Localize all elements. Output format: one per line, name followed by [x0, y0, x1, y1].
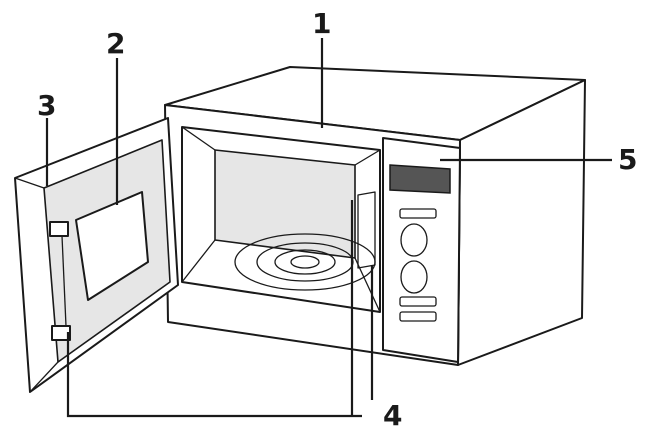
- callout-4: 4: [383, 399, 403, 432]
- callout-3: 3: [37, 89, 57, 122]
- door-window: [75, 191, 149, 301]
- callout-5: 5: [618, 143, 638, 176]
- panel-button-bottom: [399, 311, 437, 322]
- leader-line-4a: [66, 332, 362, 418]
- door-latch-upper: [49, 221, 69, 237]
- door-latch-lower: [51, 325, 71, 341]
- turntable: [234, 233, 376, 291]
- panel-button-middle: [399, 296, 437, 307]
- display-window: [389, 164, 451, 194]
- control-dial-lower: [400, 260, 428, 294]
- panel-button-top: [399, 208, 437, 219]
- callout-2: 2: [106, 27, 126, 60]
- control-dial-upper: [400, 223, 428, 257]
- callout-1: 1: [312, 7, 332, 40]
- cavity-back-wall: [214, 149, 356, 259]
